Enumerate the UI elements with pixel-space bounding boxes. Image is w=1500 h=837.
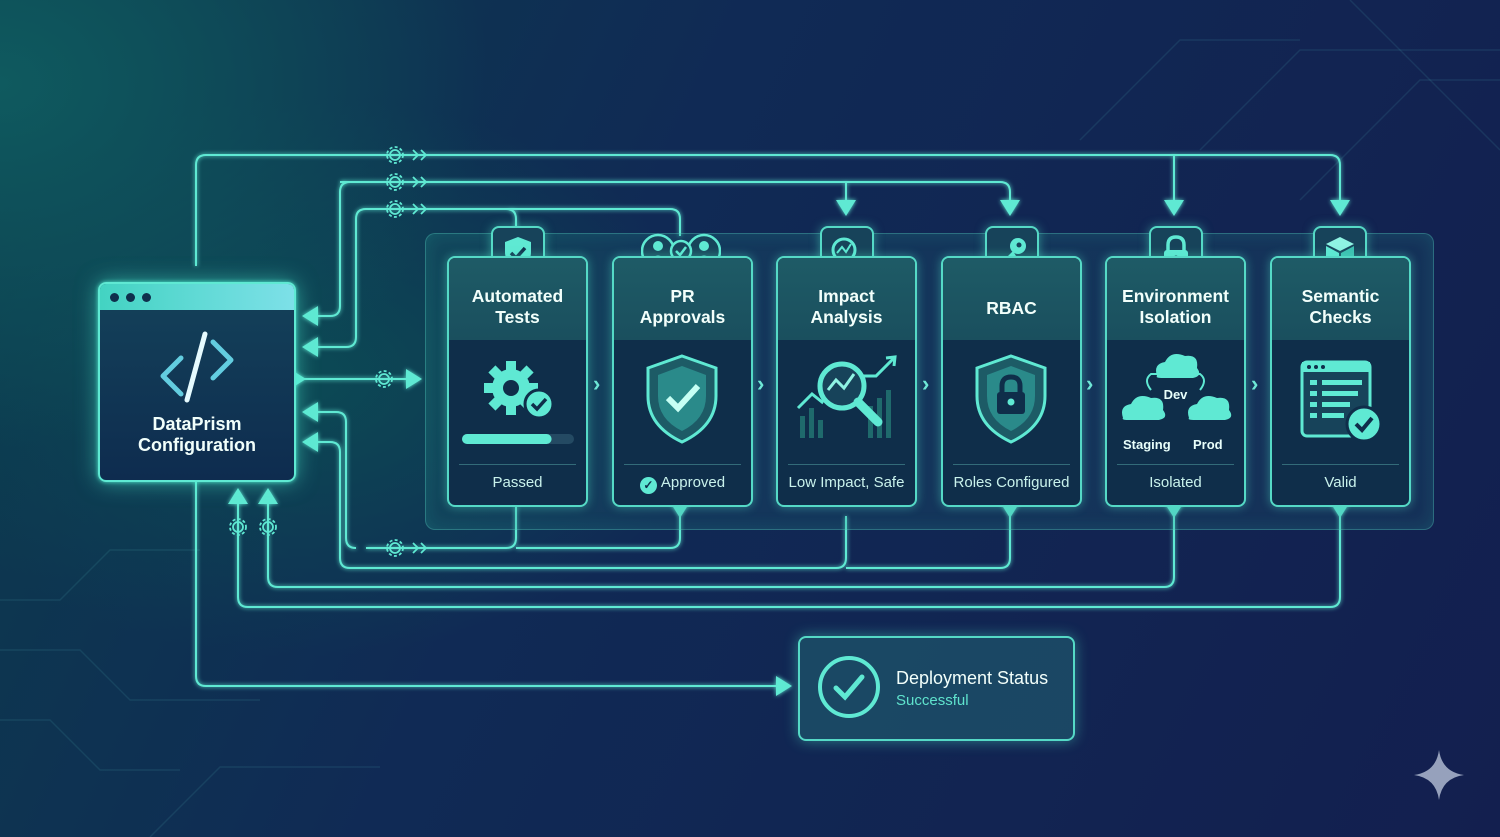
- cloud-environments-icon: [1122, 354, 1232, 420]
- card-title: RBAC: [943, 298, 1080, 319]
- gear-icon: [386, 173, 404, 191]
- code-icon: [160, 331, 234, 403]
- card-title-line2: Isolation: [1139, 307, 1212, 327]
- shield-lock-icon: [975, 354, 1047, 444]
- card-divider: [1117, 464, 1234, 465]
- card-title-line1: RBAC: [986, 298, 1037, 318]
- stage-card-automated-tests[interactable]: Automated Tests Passed: [447, 256, 588, 507]
- card-header: [614, 258, 751, 340]
- card-title: Semantic Checks: [1272, 286, 1409, 328]
- card-title-line1: Automated: [471, 286, 564, 306]
- check-circle-icon: ✓: [639, 477, 657, 494]
- env-dev-label: Dev: [1163, 387, 1188, 402]
- card-divider: [1282, 464, 1399, 465]
- card-title: Impact Analysis: [778, 286, 915, 328]
- card-header: [449, 258, 586, 340]
- card-title-line2: Approvals: [639, 307, 726, 327]
- gear-check-icon: [462, 361, 574, 444]
- card-divider: [459, 464, 576, 465]
- gear-icon: [386, 539, 404, 557]
- card-header: [1272, 258, 1409, 340]
- window-dot: [142, 292, 151, 302]
- config-label: DataPrism Configuration: [100, 414, 294, 456]
- stage-card-rbac[interactable]: RBAC Roles Configured: [941, 256, 1082, 507]
- chart-magnifier-icon: [796, 355, 897, 438]
- card-status: Low Impact, Safe: [788, 474, 905, 491]
- config-title-line2: Configuration: [138, 435, 256, 455]
- card-status: Isolated: [1149, 474, 1202, 491]
- chevron-right-icon: ›: [922, 371, 930, 396]
- sparkle-icon: [1414, 750, 1464, 800]
- card-status: Valid: [1324, 474, 1357, 491]
- gear-icon: [375, 370, 393, 388]
- card-title-line2: Checks: [1309, 307, 1372, 327]
- chevron-right-icon: ›: [593, 371, 601, 396]
- chevron-right-icon: ›: [1251, 371, 1259, 396]
- check-circle-icon: [818, 656, 880, 718]
- status-text: Approved: [660, 474, 726, 491]
- gear-icon: [386, 200, 404, 218]
- card-title-line1: PR: [670, 286, 695, 306]
- gear-icon: [259, 518, 277, 536]
- card-status: Passed: [492, 474, 543, 491]
- card-title-line1: Impact: [818, 286, 875, 306]
- card-title: PR Approvals: [614, 286, 751, 328]
- test-progress-fill: [462, 434, 552, 444]
- dataprism-config-window[interactable]: DataPrism Configuration: [98, 282, 296, 482]
- chevron-right-icon: ›: [1086, 371, 1094, 396]
- card-title-line2: Analysis: [810, 307, 883, 327]
- env-prod-label: Prod: [1193, 437, 1223, 452]
- card-status: ✓Approved: [614, 474, 751, 494]
- chevron-right-icon: ›: [757, 371, 765, 396]
- card-divider: [788, 464, 905, 465]
- card-status: Roles Configured: [953, 474, 1070, 491]
- card-title-line2: Tests: [495, 307, 540, 327]
- stage-card-impact-analysis[interactable]: Impact Analysis Low Impact, Safe: [776, 256, 917, 507]
- checklist-document-icon: [1300, 360, 1383, 443]
- env-staging-label: Staging: [1123, 437, 1171, 452]
- card-divider: [953, 464, 1070, 465]
- window-titlebar: [100, 284, 294, 310]
- deployment-title: Deployment Status: [896, 668, 1049, 688]
- card-title: Automated Tests: [449, 286, 586, 328]
- card-header: [1107, 258, 1244, 340]
- card-header: [943, 258, 1080, 340]
- window-dot: [110, 292, 119, 302]
- config-title-line1: DataPrism: [152, 414, 242, 434]
- gear-icon: [229, 518, 247, 536]
- gear-icon: [386, 146, 404, 164]
- card-divider: [624, 464, 741, 465]
- card-title-line1: Environment: [1122, 286, 1229, 306]
- stage-card-semantic-checks[interactable]: Semantic Checks Valid: [1270, 256, 1411, 507]
- card-header: [778, 258, 915, 340]
- window-dot: [126, 292, 135, 302]
- stage-card-pr-approvals[interactable]: PR Approvals ✓Approved: [612, 256, 753, 507]
- card-title-line1: Semantic: [1301, 286, 1380, 306]
- stage-card-environment-isolation[interactable]: Environment Isolation Dev Staging Prod I…: [1105, 256, 1246, 507]
- shield-check-icon: [646, 354, 718, 444]
- deployment-status: Successful: [896, 692, 969, 709]
- deployment-status-card[interactable]: Deployment Status Successful: [798, 636, 1075, 741]
- pipeline-panel: [425, 233, 1434, 530]
- card-title: Environment Isolation: [1107, 286, 1244, 328]
